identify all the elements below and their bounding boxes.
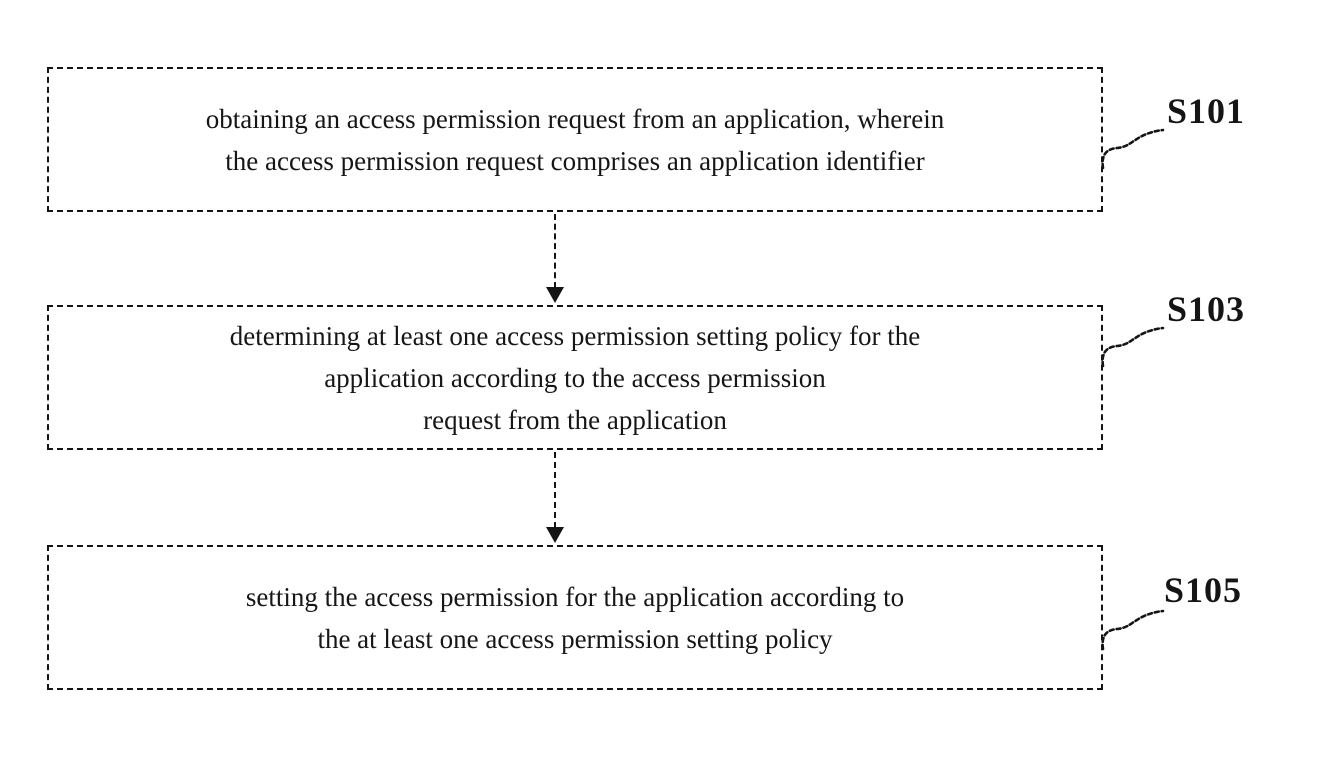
reference-connector-line [1101, 609, 1165, 651]
step-box-s103: determining at least one access permissi… [47, 305, 1103, 450]
step-text-line: setting the access permission for the ap… [245, 581, 905, 612]
step-text-line: request from the application [423, 404, 727, 435]
flow-arrow-down [545, 214, 565, 304]
arrow-head-icon [546, 287, 564, 303]
step-label-s105: S105 [1164, 570, 1243, 610]
step-box-s101: obtaining an access permission request f… [47, 67, 1103, 212]
step-text-line: obtaining an access permission request f… [205, 103, 945, 134]
reference-connector-line [1101, 326, 1165, 368]
step-label-s103: S103 [1167, 289, 1246, 329]
step-box-s105: setting the access permission for the ap… [47, 545, 1103, 690]
step-label-s101: S101 [1167, 91, 1246, 131]
step-text-line: application according to the access perm… [324, 362, 826, 393]
step-text-line: the at least one access permission setti… [317, 623, 833, 654]
step-text-line: the access permission request comprises … [225, 145, 925, 176]
arrow-head-icon [546, 527, 564, 543]
flow-arrow-down [545, 452, 565, 544]
arrow-shaft [554, 214, 556, 288]
step-text-line: determining at least one access permissi… [229, 320, 921, 351]
reference-connector-line [1101, 128, 1165, 170]
arrow-shaft [554, 452, 556, 528]
